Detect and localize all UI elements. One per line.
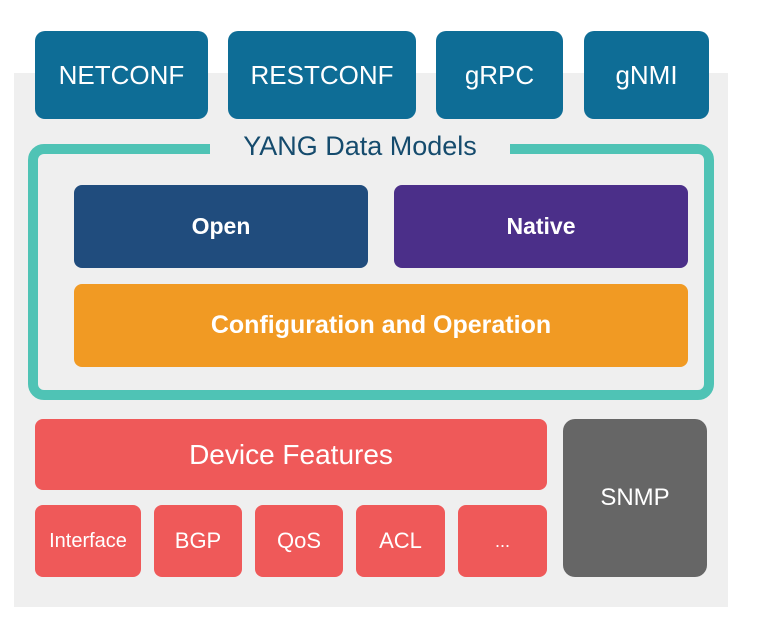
feature-interface: Interface — [35, 505, 141, 577]
protocol-gnmi-label: gNMI — [615, 59, 678, 90]
protocol-gnmi: gNMI — [584, 31, 709, 119]
feature-bgp-label: BGP — [174, 528, 222, 553]
protocol-grpc-label: gRPC — [464, 59, 535, 90]
protocol-netconf: NETCONF — [35, 31, 208, 119]
protocol-netconf-label: NETCONF — [58, 59, 185, 90]
feature-more-label: ... — [494, 530, 510, 551]
configuration-operation-label: Configuration and Operation — [210, 311, 552, 339]
feature-interface-label: Interface — [49, 529, 127, 552]
feature-acl-label: ACL — [379, 528, 422, 553]
feature-acl: ACL — [356, 505, 445, 577]
open-models-box: Open — [74, 185, 368, 268]
native-models-box: Native — [394, 185, 688, 268]
snmp-label: SNMP — [600, 484, 670, 511]
device-features-box: Device Features — [35, 419, 547, 490]
snmp-box: SNMP — [563, 419, 707, 577]
yang-data-models-title: YANG Data Models — [210, 126, 510, 166]
protocol-grpc: gRPC — [436, 31, 563, 119]
feature-more: ... — [458, 505, 547, 577]
feature-qos-label: QoS — [276, 528, 322, 553]
protocol-restconf-label: RESTCONF — [250, 59, 394, 90]
protocol-restconf: RESTCONF — [228, 31, 416, 119]
feature-bgp: BGP — [154, 505, 242, 577]
feature-qos: QoS — [255, 505, 343, 577]
configuration-operation-box: Configuration and Operation — [74, 284, 688, 367]
native-models-label: Native — [506, 213, 576, 239]
open-models-label: Open — [191, 213, 251, 239]
device-features-label: Device Features — [189, 438, 393, 470]
